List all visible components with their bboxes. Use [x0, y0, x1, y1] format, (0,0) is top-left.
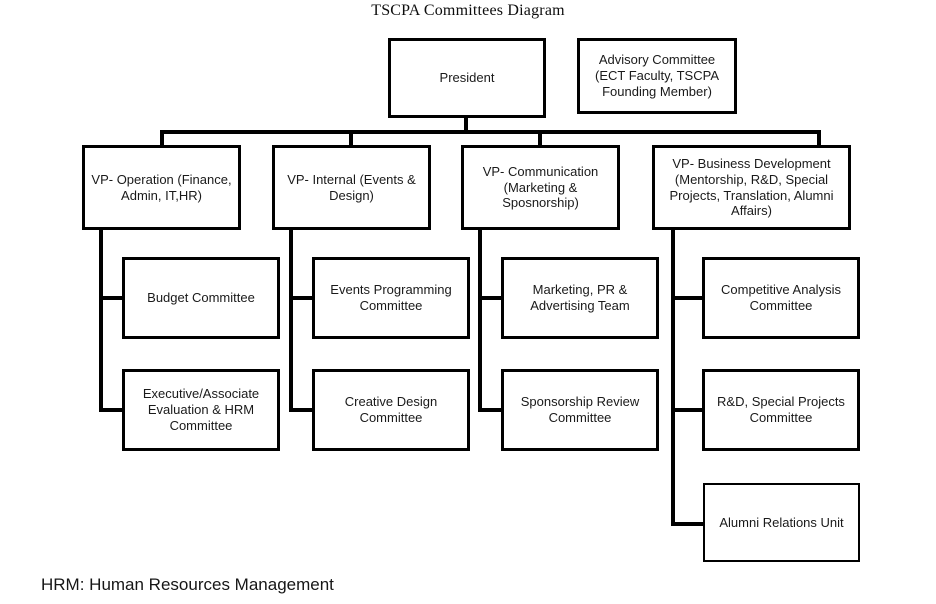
node-events-programming-committee-label: Events Programming Committee: [330, 282, 452, 313]
node-alumni-relations-unit-label: Alumni Relations Unit: [719, 514, 844, 530]
connector-stub-operation-budget: [99, 296, 124, 300]
node-president[interactable]: President: [388, 38, 546, 118]
node-alumni-relations-unit[interactable]: Alumni Relations Unit: [703, 483, 860, 562]
node-budget-committee-label: Budget Committee: [147, 290, 255, 306]
connector-rail-operation: [99, 230, 103, 412]
node-vp-business-development-label: VP- Business Development (Mentorship, R&…: [669, 155, 834, 219]
node-competitive-analysis-committee-label: Competitive Analysis Committee: [721, 282, 841, 313]
node-president-label: President: [439, 70, 495, 86]
node-executive-associate-evaluation-hrm-committee[interactable]: Executive/Associate Evaluation & HRM Com…: [122, 369, 280, 451]
connector-stub-business-alumni: [671, 522, 705, 526]
connector-rail-internal: [289, 230, 293, 412]
node-vp-communication-label: VP- Communication (Marketing & Sposnorsh…: [482, 163, 599, 211]
node-marketing-pr-advertising-team[interactable]: Marketing, PR & Advertising Team: [501, 257, 659, 339]
node-competitive-analysis-committee[interactable]: Competitive Analysis Committee: [702, 257, 860, 339]
connector-stub-internal-events: [289, 296, 314, 300]
node-vp-internal[interactable]: VP- Internal (Events & Design): [272, 145, 431, 230]
connector-bus-to-vp-business: [817, 130, 821, 147]
node-vp-operation[interactable]: VP- Operation (Finance, Admin, IT,HR): [82, 145, 241, 230]
node-vp-operation-label: VP- Operation (Finance, Admin, IT,HR): [91, 171, 232, 203]
node-creative-design-committee[interactable]: Creative Design Committee: [312, 369, 470, 451]
node-marketing-pr-advertising-team-label: Marketing, PR & Advertising Team: [530, 282, 630, 313]
connector-stub-business-competitive: [671, 296, 705, 300]
connector-stub-business-rnd: [671, 408, 705, 412]
connector-stub-internal-creative: [289, 408, 314, 412]
footer-legend-note: HRM: Human Resources Management: [41, 575, 334, 594]
node-rnd-special-projects-committee-label: R&D, Special Projects Committee: [717, 394, 845, 425]
node-executive-associate-evaluation-hrm-committee-label: Executive/Associate Evaluation & HRM Com…: [142, 386, 260, 433]
connector-bus-to-vp-communication: [538, 130, 542, 147]
connector-stub-operation-exec-eval: [99, 408, 124, 412]
diagram-title: TSCPA Committees Diagram: [371, 2, 565, 19]
connector-bus-to-vp-operation: [160, 130, 164, 147]
connector-president-drop: [464, 118, 468, 134]
connector-stub-communication-sponsorship: [478, 408, 503, 412]
node-budget-committee[interactable]: Budget Committee: [122, 257, 280, 339]
node-sponsorship-review-committee-label: Sponsorship Review Committee: [520, 394, 640, 425]
node-sponsorship-review-committee[interactable]: Sponsorship Review Committee: [501, 369, 659, 451]
connector-rail-business: [671, 230, 675, 526]
connector-rail-communication: [478, 230, 482, 412]
node-advisory-committee[interactable]: Advisory Committee (ECT Faculty, TSCPA F…: [577, 38, 737, 114]
node-rnd-special-projects-committee[interactable]: R&D, Special Projects Committee: [702, 369, 860, 451]
node-creative-design-committee-label: Creative Design Committee: [344, 394, 438, 425]
node-vp-business-development[interactable]: VP- Business Development (Mentorship, R&…: [652, 145, 851, 230]
connector-bus-to-vp-internal: [349, 130, 353, 147]
connector-stub-communication-marketing: [478, 296, 503, 300]
connector-vp-bus: [160, 130, 821, 134]
node-vp-internal-label: VP- Internal (Events & Design): [287, 171, 416, 203]
node-advisory-committee-label: Advisory Committee (ECT Faculty, TSCPA F…: [594, 52, 719, 99]
node-vp-communication[interactable]: VP- Communication (Marketing & Sposnorsh…: [461, 145, 620, 230]
node-events-programming-committee[interactable]: Events Programming Committee: [312, 257, 470, 339]
